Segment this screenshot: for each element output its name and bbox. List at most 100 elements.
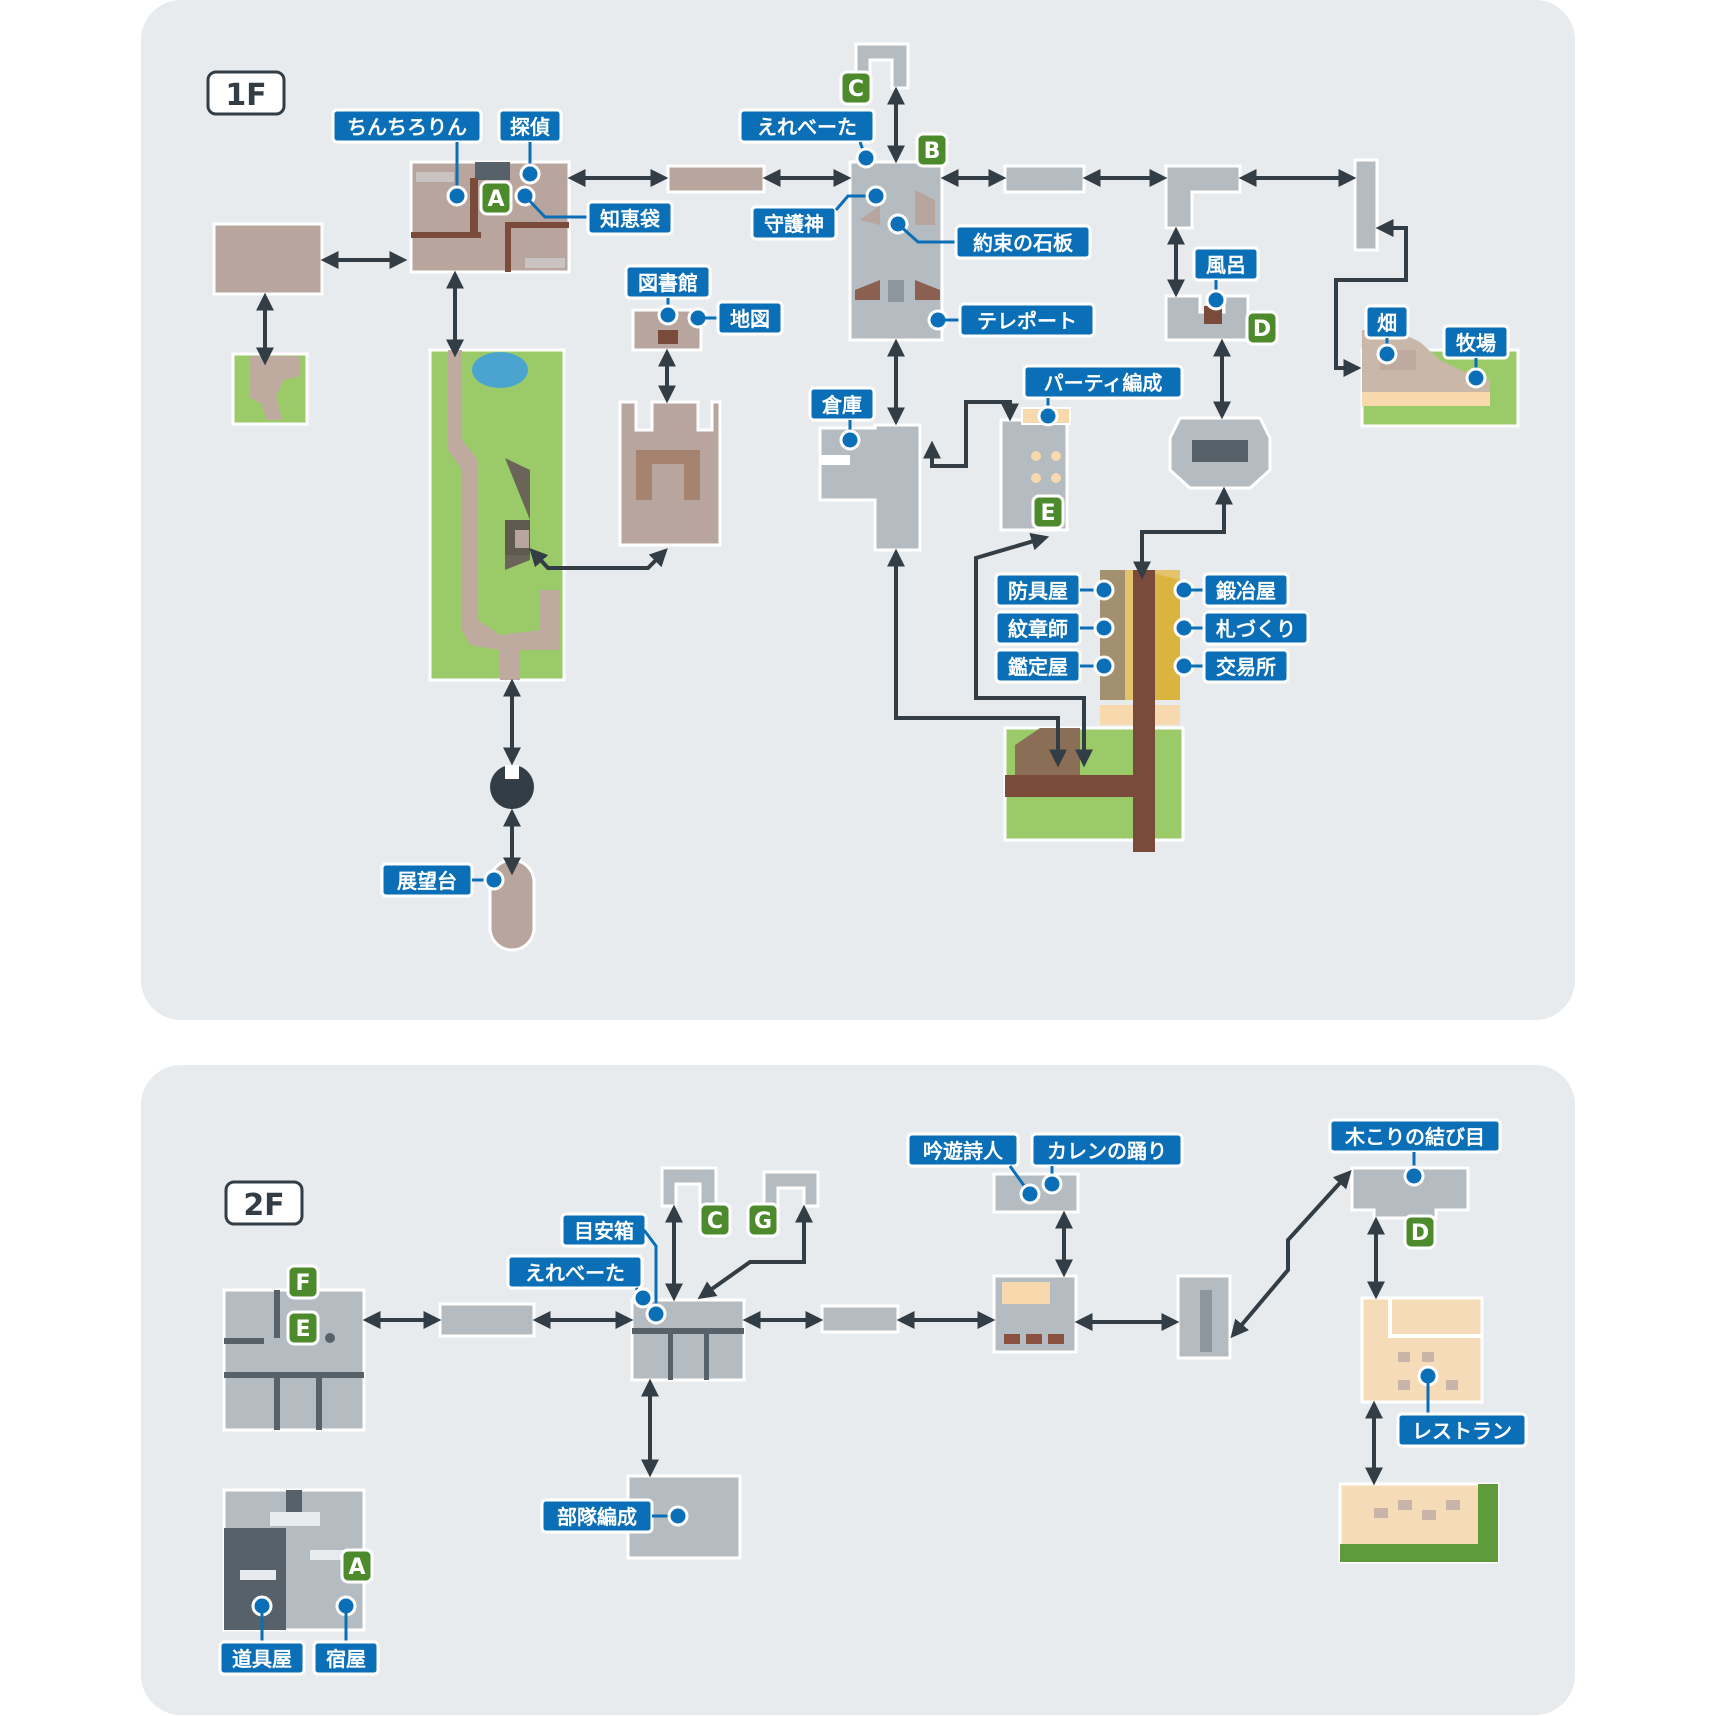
room-west-garden (231, 352, 309, 426)
label-toshokan[interactable]: 図書館 (624, 264, 712, 326)
room-restaurant[interactable] (1360, 1296, 1484, 1404)
label-karen[interactable]: カレンの踊り (1030, 1132, 1184, 1195)
svg-text:展望台: 展望台 (397, 869, 457, 893)
svg-text:F: F (295, 1271, 310, 1296)
svg-text:探偵: 探偵 (510, 115, 550, 139)
svg-text:パーティ編成: パーティ編成 (1044, 371, 1163, 395)
label-doguya[interactable]: 道具屋 (218, 1595, 306, 1676)
label-chizu[interactable]: 地図 (687, 300, 784, 336)
marker-e-1f[interactable]: E (1031, 494, 1065, 530)
label-tantei[interactable]: 探偵 (497, 108, 563, 185)
label-bokujo[interactable]: 牧場 (1442, 324, 1510, 389)
label-yakusoku[interactable]: 約束の石板 (887, 213, 1092, 260)
label-yadoya[interactable]: 宿屋 (312, 1595, 380, 1676)
room-corridor-east (1353, 158, 1379, 252)
room-woodcutter[interactable] (1350, 1166, 1470, 1220)
room-west-hall (212, 222, 324, 296)
floor-1f-panel: 1F (141, 0, 1575, 1020)
svg-text:木こりの結び目: 木こりの結び目 (1344, 1125, 1485, 1149)
label-meyasubako[interactable]: 目安箱 (560, 1212, 667, 1325)
svg-text:カレンの踊り: カレンの踊り (1047, 1139, 1167, 1163)
svg-text:D: D (1253, 317, 1271, 342)
marker-b-1f[interactable]: B (915, 132, 949, 168)
room-central-2f[interactable] (630, 1298, 746, 1382)
floor-badge-1f: 1F (206, 70, 286, 116)
floor-name-1f: 1F (225, 78, 266, 113)
label-monshoshi[interactable]: 紋章師 (994, 610, 1115, 646)
label-soko[interactable]: 倉庫 (808, 386, 876, 451)
label-bouguya[interactable]: 防具屋 (994, 572, 1115, 608)
floor-name-2f: 2F (243, 1188, 284, 1223)
svg-text:風呂: 風呂 (1206, 253, 1246, 277)
arrows-1f (256, 86, 1408, 876)
room-terrace (1338, 1482, 1500, 1564)
room-tower-entrance (1168, 416, 1272, 490)
marker-c-1f[interactable]: C (839, 70, 873, 106)
svg-text:A: A (487, 187, 504, 212)
room-corridor-2f-1 (438, 1302, 536, 1338)
svg-text:守護神: 守護神 (764, 212, 824, 236)
svg-text:知恵袋: 知恵袋 (600, 207, 661, 231)
marker-a-1f[interactable]: A (479, 180, 513, 216)
marker-c-2f[interactable]: C (698, 1202, 732, 1238)
label-fudazukuri[interactable]: 札づくり (1173, 610, 1310, 646)
svg-text:えれべーた: えれべーた (757, 115, 857, 139)
label-chiebukuro[interactable]: 知恵袋 (514, 185, 674, 236)
marker-d-1f[interactable]: D (1245, 310, 1279, 346)
label-butai[interactable]: 部隊編成 (540, 1498, 689, 1534)
svg-text:G: G (754, 1209, 772, 1234)
marker-f-2f[interactable]: F (286, 1264, 320, 1300)
room-corridor-north-1 (666, 164, 766, 194)
svg-text:目安箱: 目安箱 (574, 1219, 634, 1243)
svg-text:宿屋: 宿屋 (326, 1647, 366, 1671)
label-koekijo[interactable]: 交易所 (1173, 648, 1290, 684)
svg-text:えれべーた: えれべーた (525, 1261, 625, 1285)
svg-text:地図: 地図 (730, 307, 770, 331)
label-ginyu[interactable]: 吟遊詩人 (906, 1132, 1041, 1205)
svg-text:倉庫: 倉庫 (821, 393, 862, 417)
svg-text:C: C (848, 77, 864, 102)
svg-text:交易所: 交易所 (1216, 655, 1276, 679)
label-tenbodai[interactable]: 展望台 (380, 862, 505, 898)
label-shugoshin[interactable]: 守護神 (750, 185, 887, 241)
room-great-hall[interactable] (848, 160, 944, 342)
label-chinchirorin[interactable]: ちんちろりん (331, 108, 483, 207)
room-stairwell (1176, 1274, 1232, 1360)
label-hatake[interactable]: 畑 (1364, 304, 1410, 365)
room-courtyard (428, 348, 566, 682)
svg-text:約束の石板: 約束の石板 (973, 231, 1074, 255)
room-library[interactable] (618, 400, 722, 547)
marker-d-2f[interactable]: D (1403, 1214, 1437, 1250)
marker-a-2f[interactable]: A (340, 1548, 374, 1584)
label-furo[interactable]: 風呂 (1192, 246, 1260, 311)
room-gatehouse (490, 765, 534, 809)
room-corridor-north-3 (1164, 164, 1242, 230)
svg-text:テレポート: テレポート (977, 309, 1077, 333)
label-elevator-1f[interactable]: えれべーた (738, 108, 877, 169)
svg-text:E: E (1040, 501, 1055, 526)
svg-text:鑑定屋: 鑑定屋 (1008, 655, 1068, 679)
room-kitchen (992, 1274, 1078, 1354)
svg-text:A: A (348, 1555, 365, 1580)
svg-text:ちんちろりん: ちんちろりん (347, 115, 467, 139)
svg-text:防具屋: 防具屋 (1008, 579, 1068, 603)
marker-g-2f[interactable]: G (746, 1202, 780, 1238)
svg-text:C: C (707, 1209, 723, 1234)
label-kikori[interactable]: 木こりの結び目 (1328, 1118, 1502, 1187)
svg-text:札づくり: 札づくり (1215, 617, 1296, 641)
label-party[interactable]: パーティ編成 (1022, 364, 1184, 427)
svg-text:E: E (295, 1317, 310, 1342)
svg-text:紋章師: 紋章師 (1008, 617, 1068, 641)
svg-text:部隊編成: 部隊編成 (557, 1505, 637, 1529)
svg-text:畑: 畑 (1377, 311, 1397, 335)
label-elevator-2f[interactable]: えれべーた (506, 1254, 654, 1309)
svg-text:牧場: 牧場 (1456, 331, 1496, 355)
marker-e-2f[interactable]: E (286, 1310, 320, 1346)
label-restaurant[interactable]: レストラン (1396, 1365, 1528, 1448)
label-kajiya[interactable]: 鍛冶屋 (1173, 572, 1290, 608)
label-kanteiya[interactable]: 鑑定屋 (994, 648, 1115, 684)
label-teleport[interactable]: テレポート (927, 302, 1096, 338)
svg-text:鍛冶屋: 鍛冶屋 (1216, 579, 1276, 603)
svg-text:図書館: 図書館 (638, 271, 698, 295)
